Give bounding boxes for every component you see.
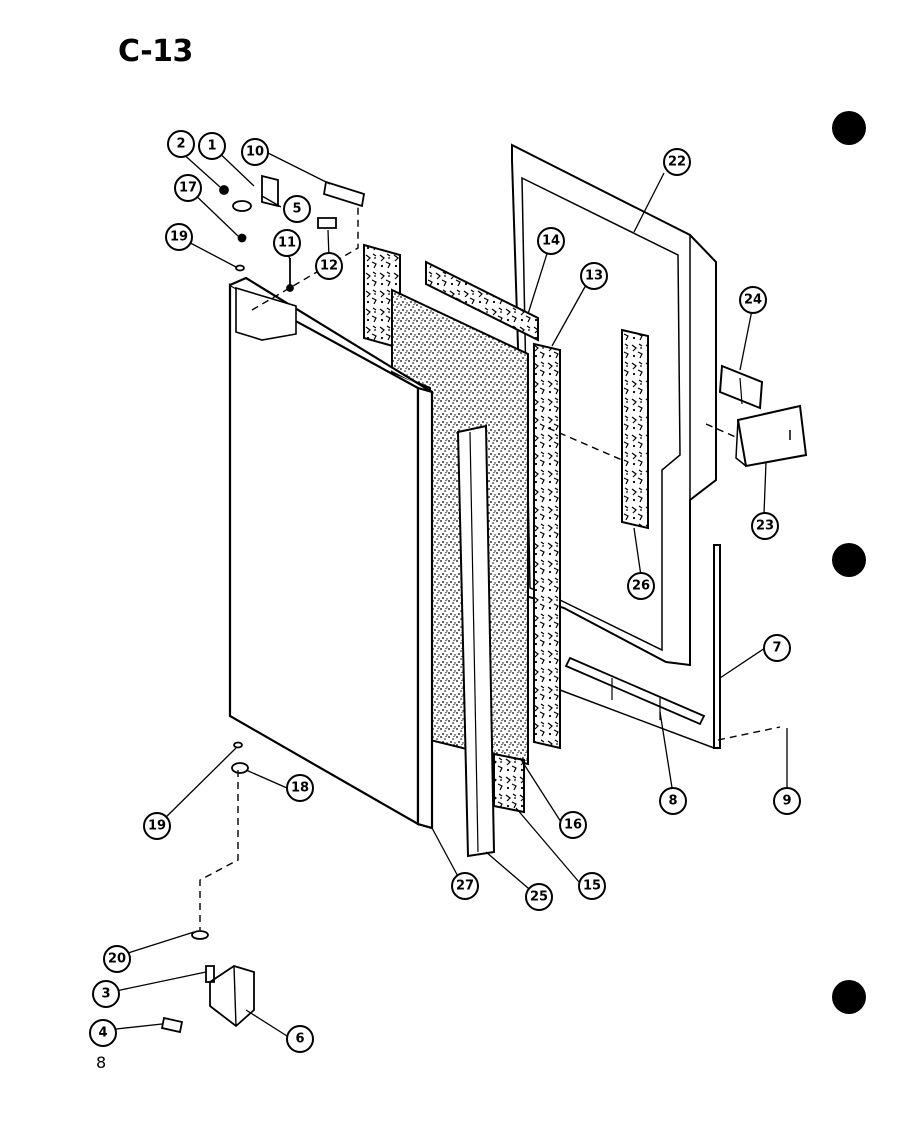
outer-door-panel	[228, 276, 434, 830]
callout-label: 26	[632, 579, 650, 594]
breaker-strip	[564, 656, 706, 726]
callout-label: 25	[530, 890, 548, 905]
callout-6: 6	[286, 1025, 314, 1053]
foam-insert	[621, 328, 649, 530]
callout-label: 15	[583, 879, 601, 894]
callout-label: 3	[101, 987, 110, 1002]
vertical-channel	[456, 424, 496, 858]
callout-label: 11	[278, 236, 296, 251]
callout-7: 7	[763, 634, 791, 662]
alignment-lines	[199, 205, 781, 930]
callout-label: 20	[108, 952, 126, 967]
callout-2: 2	[167, 130, 195, 158]
callout-4: 4	[89, 1019, 117, 1047]
punch-hole-top	[832, 111, 866, 145]
callout-8: 8	[659, 787, 687, 815]
callout-label: 19	[170, 230, 188, 245]
callout-20: 20	[103, 945, 131, 973]
callout-12: 12	[315, 252, 343, 280]
page-title: C-13	[118, 34, 193, 69]
callout-label: 7	[772, 641, 781, 656]
callout-26: 26	[627, 572, 655, 600]
callout-label: 1	[207, 139, 216, 154]
callout-22: 22	[663, 148, 691, 176]
callout-10a: 10	[241, 138, 269, 166]
callout-label: 12	[320, 259, 338, 274]
callout-13: 13	[580, 262, 608, 290]
callout-label: 4	[98, 1026, 107, 1041]
callout-17: 17	[174, 174, 202, 202]
callout-19a: 19	[165, 223, 193, 251]
punch-hole-bottom	[832, 980, 866, 1014]
callout-label: 27	[456, 879, 474, 894]
callout-label: 18	[291, 781, 309, 796]
callout-23: 23	[751, 512, 779, 540]
callout-1: 1	[198, 132, 226, 160]
top-hinge-hardware	[219, 174, 366, 292]
top-foam-block	[425, 260, 539, 342]
callout-label: 8	[668, 794, 677, 809]
callout-16: 16	[559, 811, 587, 839]
callout-3: 3	[92, 980, 120, 1008]
callout-label: 14	[542, 234, 560, 249]
punch-hole-middle	[832, 543, 866, 577]
callout-11: 11	[273, 229, 301, 257]
callout-label: 10	[246, 145, 264, 160]
callout-25: 25	[525, 883, 553, 911]
callout-label: 9	[782, 794, 791, 809]
callout-27: 27	[451, 872, 479, 900]
callout-label: 22	[668, 155, 686, 170]
callout-24: 24	[739, 286, 767, 314]
callout-15: 15	[578, 872, 606, 900]
callout-label: 5	[292, 202, 301, 217]
callout-label: 6	[295, 1032, 304, 1047]
callout-18: 18	[286, 774, 314, 802]
callout-label: 23	[756, 519, 774, 534]
callout-9: 9	[773, 787, 801, 815]
callout-19b: 19	[143, 812, 171, 840]
callout-label: 24	[744, 293, 762, 308]
bottom-foam-block	[493, 752, 525, 814]
callout-label: 19	[148, 819, 166, 834]
handle-cover	[735, 404, 808, 468]
door-gasket	[559, 544, 721, 749]
right-foam-block	[533, 342, 561, 750]
callout-label: 17	[179, 181, 197, 196]
callout-label: 13	[585, 269, 603, 284]
bottom-hinge-hardware	[160, 741, 255, 1034]
page-number: 8	[96, 1053, 107, 1072]
callout-5: 5	[283, 195, 311, 223]
callout-14: 14	[537, 227, 565, 255]
callout-label: 16	[564, 818, 582, 833]
handle-bracket	[718, 364, 764, 410]
callout-label: 2	[176, 137, 185, 152]
